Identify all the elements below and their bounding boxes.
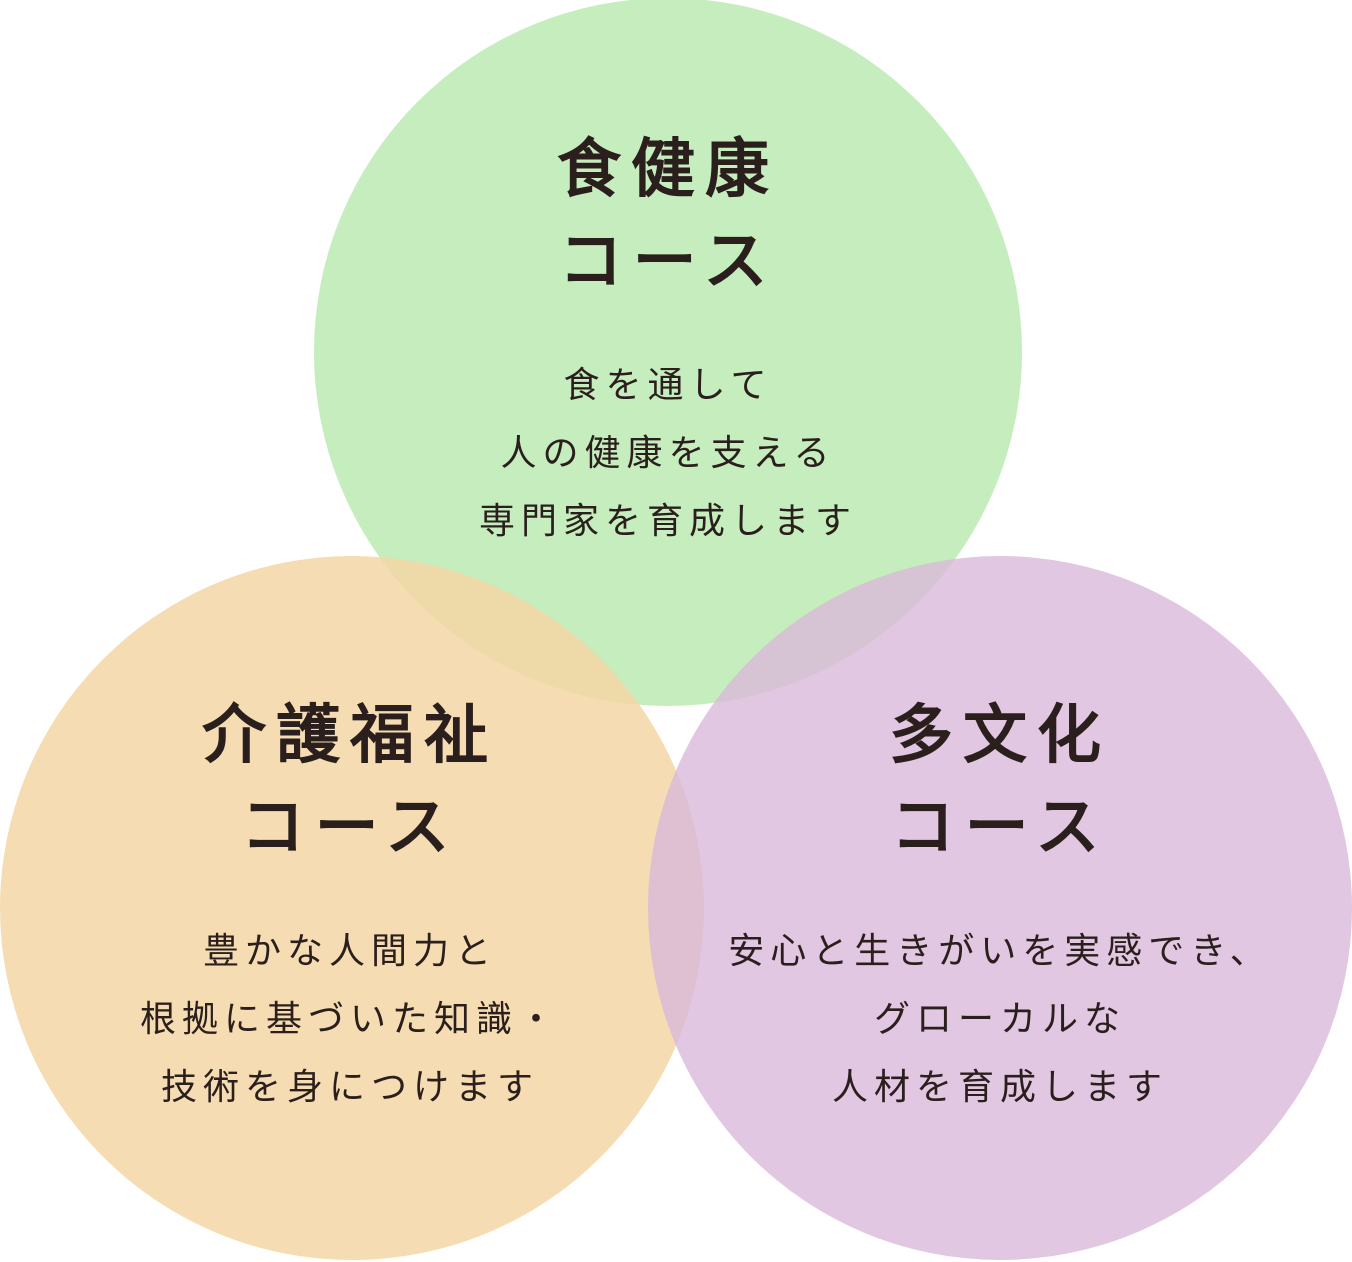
care-course-title: 介護福祉 コース [140, 690, 560, 874]
care-course-desc-line: 根拠に基づいた知識・ [139, 999, 561, 1040]
food-course-desc-line: 食を通して [563, 365, 773, 406]
multi-course-desc-line: グローカルな [873, 999, 1127, 1040]
multi-course-circle [648, 556, 1352, 1260]
food-course-title: 食健康 コース [479, 124, 857, 308]
food-course-label: 食健康 コース 食を通して 人の健康を支える 専門家を育成します [479, 124, 857, 556]
care-course-label: 介護福祉 コース 豊かな人間力と 根拠に基づいた知識・ 技術を身につけます [140, 690, 560, 1122]
food-course-circle [314, 0, 1022, 706]
multi-course-title-line2: コース [890, 791, 1110, 865]
multi-course-desc-line: 人材を育成します [831, 1067, 1169, 1108]
food-course-description: 食を通して 人の健康を支える 専門家を育成します [479, 352, 857, 556]
care-course-title-line2: コース [240, 791, 460, 865]
food-course-desc-line: 専門家を育成します [478, 501, 858, 542]
care-course-description: 豊かな人間力と 根拠に基づいた知識・ 技術を身につけます [140, 918, 560, 1122]
food-course-title-line1: 食健康 [556, 133, 779, 207]
multi-course-desc-line: 安心と生きがいを実感でき、 [728, 931, 1272, 972]
food-course-title-line2: コース [558, 225, 778, 299]
multi-course-title: 多文化 コース [728, 690, 1271, 874]
care-course-title-line1: 介護福祉 [201, 699, 498, 773]
care-course-circle [0, 556, 704, 1260]
multi-course-label: 多文化 コース 安心と生きがいを実感でき、 グローカルな 人材を育成します [728, 690, 1271, 1122]
care-course-desc-line: 技術を身につけます [160, 1067, 540, 1108]
food-course-desc-line: 人の健康を支える [500, 433, 836, 474]
multi-course-description: 安心と生きがいを実感でき、 グローカルな 人材を育成します [728, 918, 1271, 1122]
multi-course-title-line1: 多文化 [888, 699, 1111, 773]
care-course-desc-line: 豊かな人間力と [202, 931, 498, 972]
